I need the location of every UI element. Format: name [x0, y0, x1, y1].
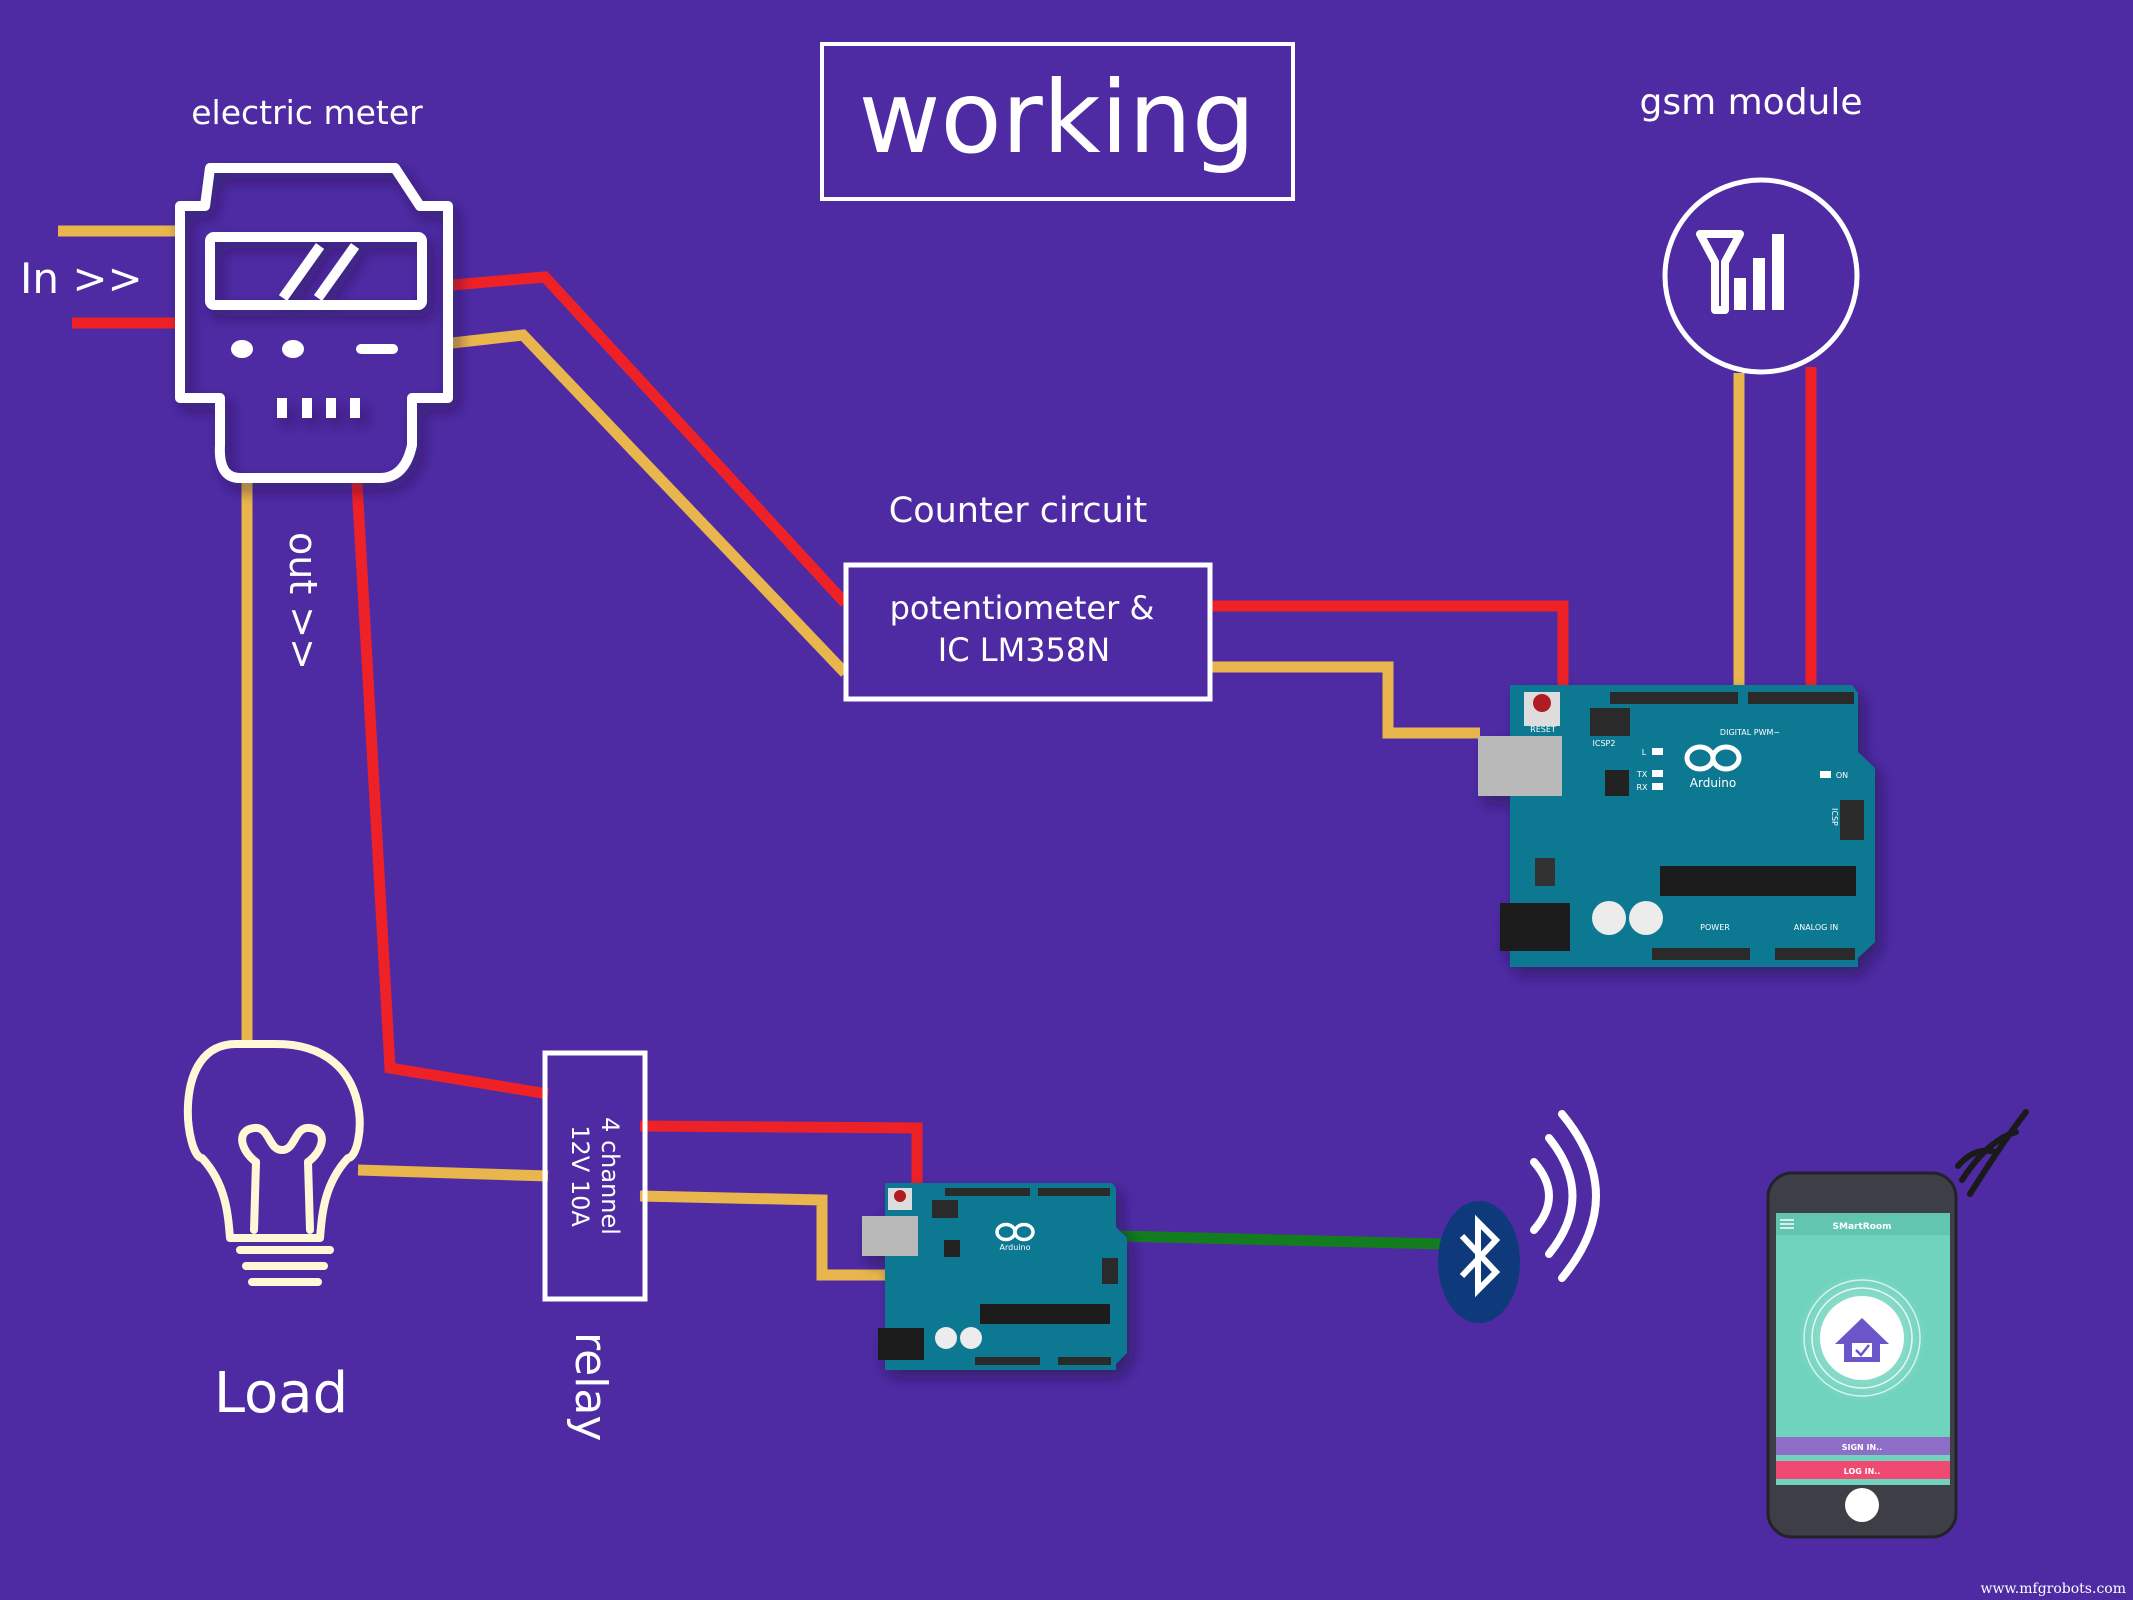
wire-meter-counter-red — [451, 271, 850, 607]
gsm-circle — [1662, 177, 1860, 375]
arduino-icsp-label: ICSP — [1830, 808, 1839, 826]
app-title: SMartRoom — [1833, 1222, 1892, 1232]
wire-arduino-bluetooth-green — [1115, 1230, 1443, 1250]
arduino-secondary-brand: Arduino — [1000, 1243, 1031, 1252]
bluetooth — [1438, 1110, 1600, 1323]
signal-icon — [1696, 230, 1784, 314]
relay: 4 channel 12V 10A relay — [542, 1050, 648, 1441]
relay-box — [542, 1050, 648, 1302]
wire-counter-arduino-yellow — [1210, 661, 1480, 739]
counter-circuit: Counter circuit potentiometer & IC LM358… — [843, 491, 1213, 702]
log-in-label: LOG IN.. — [1844, 1467, 1881, 1476]
arduino-l-label: L — [1642, 748, 1647, 757]
counter-circuit-box — [843, 562, 1213, 702]
bulb-icon — [183, 1040, 364, 1286]
counter-box-line1: potentiometer & — [890, 589, 1155, 627]
home-icon — [1835, 1318, 1889, 1362]
load-label: Load — [214, 1361, 348, 1426]
arduino-secondary: Arduino — [862, 1183, 1127, 1370]
gsm-module: gsm module — [1639, 82, 1863, 375]
arduino-digital-label: DIGITAL PWM~ — [1720, 728, 1780, 737]
wire-relay-arduino-red — [639, 1120, 923, 1188]
wire-bulb-relay-yellow — [357, 1164, 549, 1182]
arduino-power-label: POWER — [1700, 923, 1730, 932]
arduino-icsp2-label: ICSP2 — [1593, 739, 1616, 748]
power-jack — [1500, 903, 1570, 951]
in-label: In >> — [20, 254, 143, 303]
capacitor-2 — [1629, 901, 1663, 935]
meter-buttons — [231, 340, 398, 358]
arduino-analog-label: ANALOG IN — [1794, 923, 1839, 932]
phone-home-button[interactable] — [1845, 1488, 1879, 1522]
load: Load — [183, 1040, 364, 1426]
arduino-main: Arduino RESET DIGITAL PWM~ ICSP2 L TX RX… — [1478, 685, 1875, 967]
sign-in-label: SIGN IN.. — [1842, 1443, 1883, 1452]
title-box — [820, 42, 1295, 201]
out-label: out >> — [281, 532, 325, 670]
smartphone: SMartRoom SIGN IN.. LOG IN.. — [1766, 1109, 2029, 1539]
relay-box-line2: 12V 10A — [566, 1125, 594, 1227]
gsm-module-label: gsm module — [1639, 82, 1862, 123]
phone-signal-waves-icon — [1955, 1109, 2029, 1197]
title-block: working — [820, 42, 1295, 201]
watermark: www.mfgrobots.com — [1981, 1581, 2126, 1597]
electric-meter-label: electric meter — [191, 93, 423, 132]
arduino-tx-label: TX — [1636, 770, 1648, 779]
sign-in-button[interactable] — [1776, 1437, 1950, 1455]
menu-icon — [1780, 1219, 1794, 1229]
counter-box-line2: IC LM358N — [938, 631, 1110, 669]
wire-relay-arduino-yellow — [639, 1190, 885, 1281]
arduino-brand: Arduino — [1690, 776, 1736, 790]
usb-port — [1478, 736, 1562, 796]
meter-icon — [175, 163, 453, 483]
electric-meter: electric meter In >> out >> — [20, 93, 453, 670]
relay-box-line1: 4 channel — [596, 1117, 624, 1235]
wire-meter-counter-yellow — [451, 329, 849, 677]
wire-out-red — [351, 482, 549, 1100]
counter-circuit-label: Counter circuit — [889, 491, 1147, 531]
wireless-waves-icon — [1530, 1110, 1600, 1282]
arduino-rx-label: RX — [1636, 783, 1648, 792]
capacitor-1 — [1592, 901, 1626, 935]
title-text: working — [859, 59, 1256, 176]
bluetooth-icon — [1459, 1214, 1501, 1298]
arduino-logo — [1684, 744, 1742, 772]
relay-label: relay — [565, 1332, 616, 1441]
log-in-button[interactable] — [1776, 1461, 1950, 1479]
wires — [58, 225, 1817, 1281]
arduino-reset-label: RESET — [1530, 725, 1556, 734]
arduino-on-label: ON — [1836, 771, 1848, 780]
wire-counter-arduino-red — [1210, 600, 1569, 690]
